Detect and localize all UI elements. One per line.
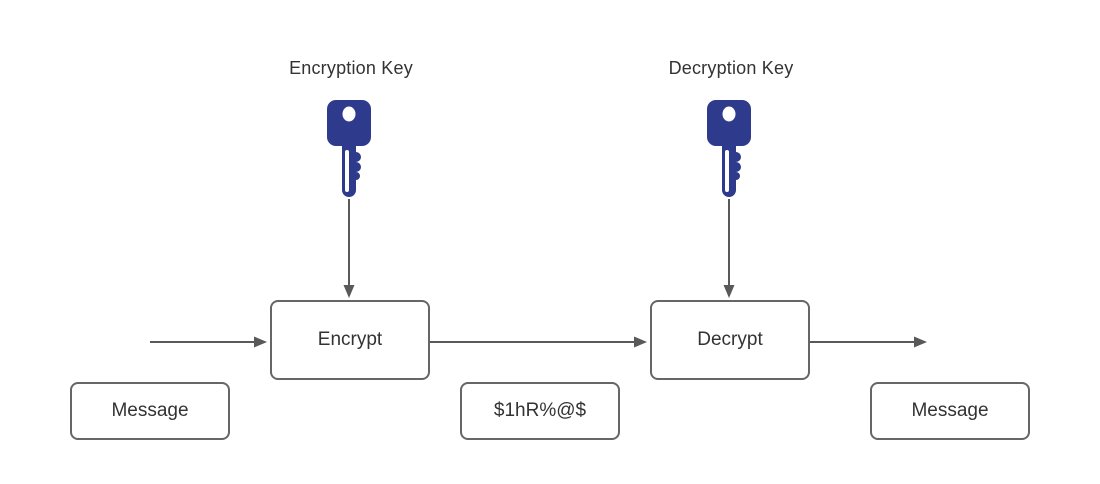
key-hole bbox=[722, 106, 736, 122]
decrypt-box: Decrypt bbox=[650, 300, 810, 380]
message-output-label: Message bbox=[911, 400, 989, 421]
decryption-key-label: Decryption Key bbox=[668, 58, 794, 78]
message-input-box: Message bbox=[70, 382, 230, 440]
message-input-label: Message bbox=[111, 400, 189, 421]
decryption-key-icon bbox=[707, 100, 751, 197]
ciphertext-box: $1hR%@$ bbox=[460, 382, 620, 440]
ciphertext-label: $1hR%@$ bbox=[493, 400, 587, 421]
key-shaft bbox=[342, 142, 361, 197]
key-head bbox=[707, 100, 751, 146]
message-output-box: Message bbox=[870, 382, 1030, 440]
key-shaft bbox=[722, 142, 741, 197]
decrypt-box-label: Decrypt bbox=[697, 329, 763, 350]
key-slot bbox=[345, 150, 349, 192]
key-hole bbox=[342, 106, 356, 122]
encrypt-box: Encrypt bbox=[270, 300, 430, 380]
key-head bbox=[327, 100, 371, 146]
encryption-key-label: Encryption Key bbox=[289, 58, 413, 78]
encrypt-box-label: Encrypt bbox=[317, 329, 383, 350]
encryption-key-icon bbox=[327, 100, 371, 197]
key-slot bbox=[725, 150, 729, 192]
